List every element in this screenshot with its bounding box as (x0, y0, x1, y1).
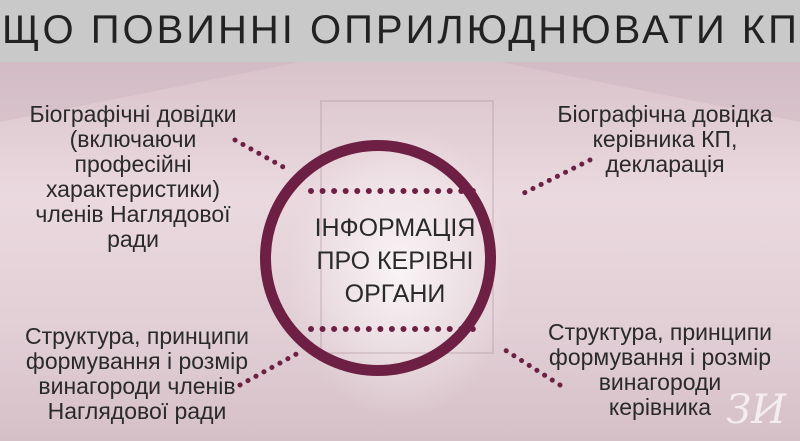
info-line: формування і розмір (548, 344, 772, 370)
center-circle (260, 140, 496, 376)
info-line: винагороди членів (38, 373, 236, 399)
center-label: ІНФОРМАЦІЯ ПРО КЕРІВНІ ОРГАНИ (285, 212, 505, 311)
center-label-line-1: ІНФОРМАЦІЯ (314, 214, 476, 242)
connector-top-left (232, 137, 288, 171)
info-line: Біографічна довідка (557, 101, 773, 127)
info-block-top-left: Біографічні довідки (включаючи професійн… (8, 102, 258, 252)
connector-bottom-left (237, 349, 303, 388)
info-line: Структура, принципи (24, 323, 249, 349)
info-line: керівника (608, 394, 712, 420)
info-line: ради (107, 226, 159, 252)
info-line: Наглядової ради (47, 398, 227, 424)
info-line: членів Наглядової (35, 201, 231, 227)
info-line: професійні (74, 151, 192, 177)
info-line: Біографічні довідки (29, 101, 237, 127)
logo-watermark: ЗИ (726, 387, 786, 433)
info-line: формування і розмір (25, 348, 249, 374)
info-block-top-right: Біографічна довідка керівника КП, деклар… (540, 102, 790, 177)
info-line: винагороди (598, 369, 722, 395)
info-line: декларація (605, 151, 725, 177)
info-line: Структура, принципи (547, 319, 772, 345)
title-bar: ЩО ПОВИННІ ОПРИЛЮДНЮВАТИ КП? (0, 0, 800, 62)
center-label-line-3: ОРГАНИ (344, 280, 446, 308)
connector-bottom-right (502, 347, 563, 388)
connector-top-right (517, 157, 593, 198)
dotted-divider-bottom (308, 326, 476, 332)
info-line: (включаючи (69, 126, 197, 152)
center-label-line-2: ПРО КЕРІВНІ (316, 247, 474, 275)
background-beam-left (0, 62, 300, 122)
info-block-bottom-right: Структура, принципи формування і розмір … (530, 320, 790, 420)
info-line: характеристики) (45, 176, 221, 202)
page-title: ЩО ПОВИННІ ОПРИЛЮДНЮВАТИ КП? (2, 8, 800, 52)
background-beam-right (500, 62, 800, 122)
info-line: керівника КП, (592, 126, 738, 152)
info-block-bottom-left: Структура, принципи формування і розмір … (2, 324, 272, 424)
dotted-divider-top (308, 188, 476, 194)
